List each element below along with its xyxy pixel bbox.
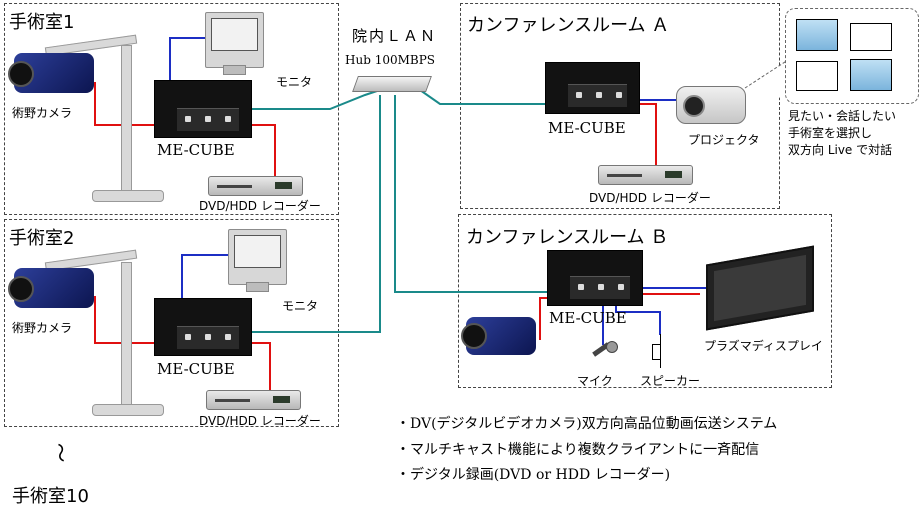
or1-recorder-icon — [208, 176, 303, 196]
conference-room-b-box — [458, 214, 832, 388]
callout-thumb-2 — [850, 23, 892, 51]
conf-b-title: カンファレンスルーム Ｂ — [466, 227, 669, 248]
or1-recorder-label: DVD/HDD レコーダー — [199, 199, 321, 213]
conf-b-speaker-label: スピーカー — [640, 374, 701, 388]
lan-wire-or2 — [246, 95, 381, 333]
or2-camera-icon — [8, 268, 94, 308]
conf-b-me-cube-device — [547, 250, 643, 306]
or1-title: 手術室1 — [9, 12, 75, 33]
hub-title: 院内ＬＡＮ — [352, 27, 438, 45]
or2-me-cube-label: ME-CUBE — [157, 360, 235, 378]
conf-a-recorder-label: DVD/HDD レコーダー — [589, 191, 711, 205]
conf-a-recorder-icon — [598, 165, 693, 185]
conf-a-projector-label: プロジェクタ — [688, 133, 760, 147]
blue-wire-conf-b-speaker — [615, 300, 661, 335]
or1-camera-icon — [8, 53, 94, 93]
conf-a-me-cube-device — [545, 62, 640, 114]
conf-b-speaker-icon — [652, 334, 676, 368]
or1-me-cube-label: ME-CUBE — [157, 141, 235, 159]
or1-me-cube-device — [154, 80, 252, 138]
callout-thumb-1 — [796, 19, 838, 51]
callout-thumb-3 — [796, 61, 838, 91]
or1-microscope-base — [92, 190, 164, 202]
lan-wire-conf-a — [419, 89, 570, 105]
or10-title: 手術室10 — [12, 486, 89, 507]
lan-hub-icon — [352, 76, 432, 92]
callout-thumb-4 — [850, 59, 892, 91]
conference-room-a-box — [460, 3, 780, 209]
or2-camera-label: 術野カメラ — [12, 321, 73, 335]
operating-room-2-box — [4, 219, 339, 427]
or2-recorder-label: DVD/HDD レコーダー — [199, 414, 321, 428]
or1-camera-label: 術野カメラ — [12, 106, 73, 120]
or2-microscope-pole — [121, 262, 132, 412]
or1-monitor-label: モニタ — [276, 75, 313, 89]
conf-b-camera-icon — [461, 317, 536, 355]
conf-b-mic-icon — [592, 341, 618, 357]
or2-me-cube-device — [154, 298, 252, 356]
or2-monitor-label: モニタ — [282, 299, 319, 313]
callout-bubble — [785, 8, 919, 104]
feature-item-2: ・マルチキャスト機能により複数クライアントに一斉配信 — [396, 442, 760, 458]
or2-recorder-icon — [206, 390, 301, 410]
hub-subtitle: Hub 100MBPS — [345, 53, 435, 67]
video-wire-or2-monitor — [181, 254, 230, 302]
conf-a-projector-icon — [676, 86, 746, 124]
conf-a-me-cube-label: ME-CUBE — [548, 119, 626, 137]
or1-microscope-pole — [121, 45, 132, 197]
lan-wire-conf-b — [394, 95, 580, 293]
conf-b-display-label: プラズマディスプレイ — [704, 339, 823, 353]
or1-monitor-icon — [205, 12, 264, 75]
callout-pointer — [744, 59, 789, 100]
conf-a-title: カンファレンスルーム Ａ — [467, 15, 670, 36]
lan-wire-or1 — [246, 89, 381, 110]
or2-monitor-icon — [228, 229, 287, 292]
or2-title: 手術室2 — [9, 228, 75, 249]
feature-item-3: ・デジタル録画(DVD or HDD レコーダー) — [396, 467, 671, 483]
or2-microscope-base — [92, 404, 164, 416]
conf-b-mic-label: マイク — [577, 374, 613, 388]
conf-b-me-cube-label: ME-CUBE — [549, 309, 627, 327]
callout-line-1: 見たい・会話したい — [788, 109, 897, 123]
operating-room-1-box — [4, 3, 339, 215]
feature-item-1: ・DV(デジタルビデオカメラ)双方向高品位動画伝送システム — [396, 416, 778, 432]
video-wire-or1-monitor — [169, 37, 205, 80]
callout-line-2: 手術室を選択し — [788, 126, 873, 140]
callout-line-3: 双方向 Live で対話 — [788, 143, 893, 157]
